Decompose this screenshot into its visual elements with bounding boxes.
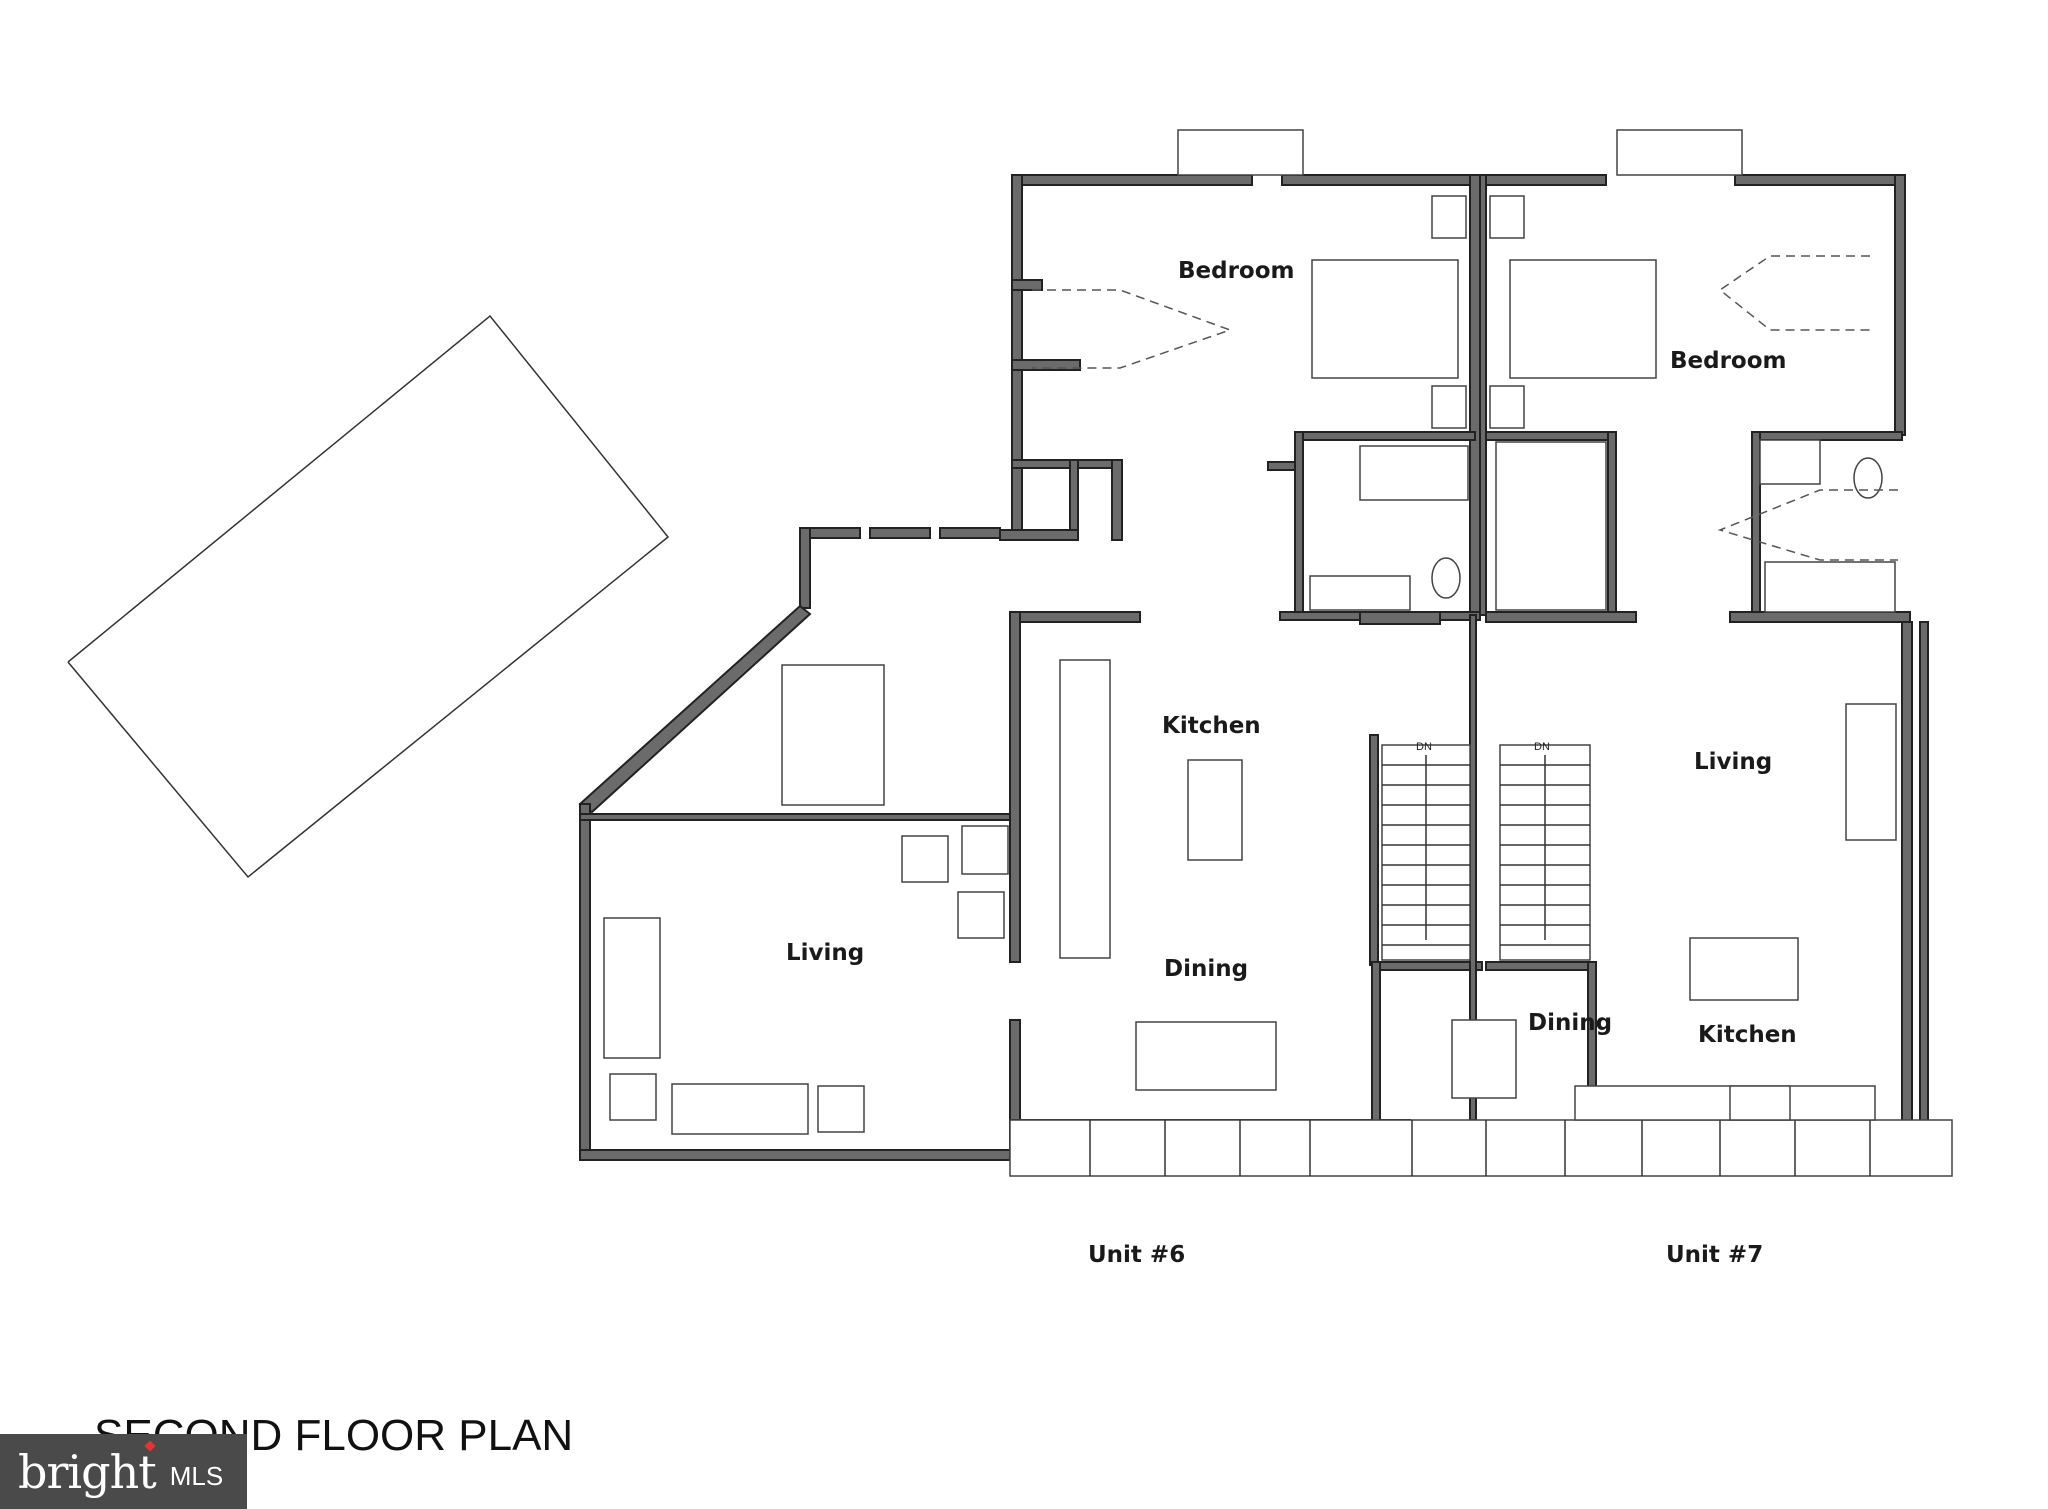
unit-6-dining-label: Dining: [1164, 956, 1248, 982]
bay-windows: [1009, 1119, 1953, 1177]
kitchen-counter-icon: [1059, 659, 1111, 959]
sofa-icon: [671, 1083, 809, 1135]
unit-6-kitchen-label: Kitchen: [1162, 713, 1261, 739]
vanity-icon: [1759, 439, 1821, 485]
dining-table-icon: [1451, 1019, 1517, 1099]
unit-7-living-label: Living: [1694, 749, 1772, 775]
bay-window-top-left: [1177, 129, 1304, 176]
kitchen-counter-icon: [1574, 1085, 1876, 1121]
range-icon: [1729, 1085, 1791, 1121]
armchair-icon: [961, 825, 1009, 875]
bathtub-icon: [1359, 445, 1469, 501]
unit-6-bedroom-label: Bedroom: [1178, 258, 1295, 284]
nightstand-icon: [1431, 385, 1467, 429]
armchair-icon: [609, 1073, 657, 1121]
unit-7-walls: [1485, 174, 1929, 1123]
bed-icon: [781, 664, 885, 806]
unit-7-dining-label: Dining: [1528, 1010, 1612, 1036]
toilet-icon: [1431, 557, 1461, 599]
kitchen-island-icon: [1187, 759, 1243, 861]
logo-wordmark: bright: [18, 1444, 157, 1499]
dining-table-icon: [1135, 1021, 1277, 1091]
unit-7-label: Unit #7: [1666, 1242, 1763, 1268]
adjacent-building-outline: [67, 314, 670, 879]
bed-icon: [1311, 259, 1459, 379]
furniture: [603, 195, 1897, 1135]
sofa-icon: [1845, 703, 1897, 841]
nightstand-icon: [1489, 195, 1525, 239]
bed-icon: [1509, 259, 1657, 379]
stair-dn-label: DN: [1534, 741, 1550, 753]
kitchen-island-icon: [1689, 937, 1799, 1001]
sofa-icon: [603, 917, 661, 1059]
unit-6-label: Unit #6: [1088, 1242, 1185, 1268]
stair-unit-7: [1499, 744, 1591, 961]
armchair-icon: [901, 835, 949, 883]
bay-window-top-right: [1616, 129, 1743, 176]
unit-6-living-label: Living: [786, 940, 864, 966]
stair-dn-label: DN: [1416, 741, 1432, 753]
toilet-icon: [1853, 457, 1883, 499]
stair-unit-6: [1381, 744, 1471, 961]
bright-mls-logo: bright MLS: [0, 1434, 247, 1509]
unit-7-kitchen-label: Kitchen: [1698, 1022, 1797, 1048]
closet-icon: [1495, 441, 1607, 611]
armchair-icon: [957, 891, 1005, 939]
logo-suffix: MLS: [169, 1461, 224, 1491]
door-swings: [1032, 255, 1898, 561]
unit-6-walls: [578, 174, 1487, 1161]
nightstand-icon: [1431, 195, 1467, 239]
armchair-icon: [817, 1085, 865, 1133]
nightstand-icon: [1489, 385, 1525, 429]
bathtub-icon: [1764, 561, 1896, 613]
unit-7-bedroom-label: Bedroom: [1670, 348, 1787, 374]
vanity-icon: [1309, 575, 1411, 611]
